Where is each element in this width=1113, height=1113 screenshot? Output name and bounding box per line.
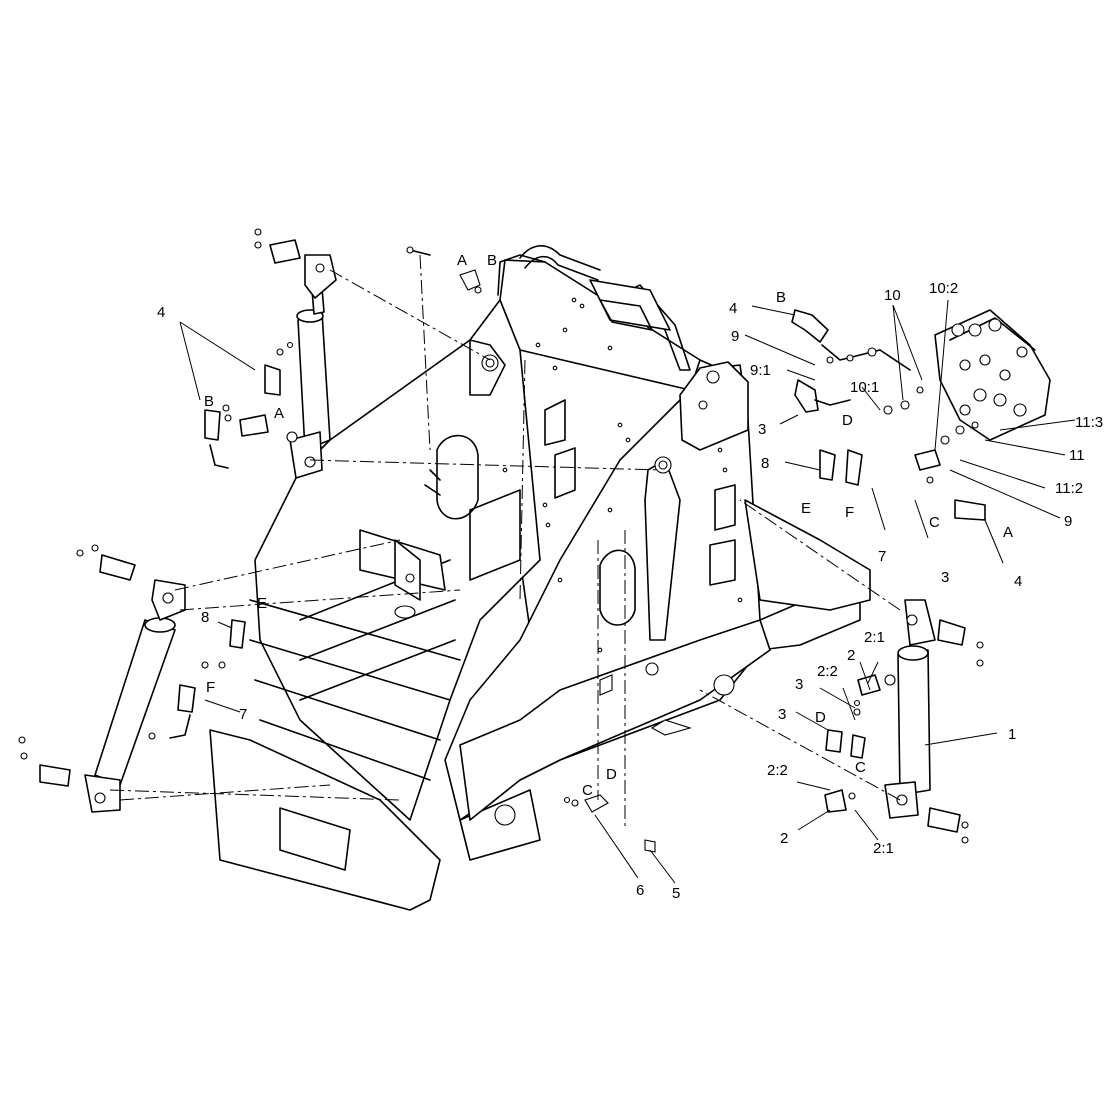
- cylinder-pins: [18, 228, 984, 844]
- callout-9: 9: [731, 328, 739, 345]
- callout-D-topright: D: [842, 412, 853, 429]
- callout-D-bottom: D: [606, 766, 617, 783]
- callout-2-1-low: 2:1: [873, 840, 894, 857]
- callout-E-left: E: [257, 595, 267, 612]
- callout-E-right: E: [801, 500, 811, 517]
- callout-10-1: 10:1: [850, 379, 879, 396]
- callout-3-mid-a: 3: [795, 676, 803, 693]
- callout-B-left: B: [204, 393, 214, 410]
- callout-7-right: 7: [878, 548, 886, 565]
- callout-7-left: 7: [239, 706, 247, 723]
- callout-F-left: F: [206, 679, 215, 696]
- lift-cylinder-left-upper: [286, 254, 337, 479]
- callout-3-right: 3: [941, 569, 949, 586]
- callout-A-right: A: [1003, 524, 1013, 541]
- callout-4-topright: 4: [729, 300, 737, 317]
- callout-C-bottom: C: [582, 782, 593, 799]
- callout-C-right: C: [929, 514, 940, 531]
- callout-9-right: 9: [1064, 513, 1072, 530]
- callout-9-1: 9:1: [750, 362, 771, 379]
- callout-2-2-top: 2:2: [817, 663, 838, 680]
- callout-5: 5: [672, 885, 680, 902]
- control-valve: [934, 309, 1051, 441]
- callout-4-left: 4: [157, 304, 165, 321]
- callout-C-mid: C: [855, 759, 866, 776]
- callout-10: 10: [884, 287, 901, 304]
- callout-10-2: 10:2: [929, 280, 958, 297]
- callout-2-top: 2: [847, 647, 855, 664]
- callout-11-2: 11:2: [1055, 480, 1083, 497]
- callout-8-left: 8: [201, 609, 209, 626]
- callout-3-mid-b: 3: [778, 706, 786, 723]
- hoses-and-fittings: [148, 309, 986, 813]
- callout-D-mid: D: [815, 709, 826, 726]
- callout-2-low: 2: [780, 830, 788, 847]
- lift-cylinder-left-lower: [84, 579, 186, 813]
- callout-6: 6: [636, 882, 644, 899]
- assembly-lines: [109, 254, 911, 830]
- loader-frame: [209, 245, 871, 911]
- callout-1: 1: [1008, 726, 1016, 743]
- callout-F-right: F: [845, 504, 854, 521]
- callout-A-top: A: [457, 252, 467, 269]
- lift-cylinder-right: [884, 599, 936, 819]
- callout-2-1-top: 2:1: [864, 629, 885, 646]
- callout-8-right: 8: [761, 455, 769, 472]
- callout-B-topright: B: [776, 289, 786, 306]
- leader-lines: [179, 299, 1076, 884]
- callout-A-left: A: [274, 405, 284, 422]
- callout-B-top: B: [487, 252, 497, 269]
- callout-labels: 4 B A A B 4 B 9 9:1 3 D 8 E F 7 10 10:2 …: [157, 252, 1103, 902]
- callout-11-3: 11:3: [1075, 414, 1103, 431]
- callout-11: 11: [1069, 447, 1085, 464]
- callout-4-right: 4: [1014, 573, 1022, 590]
- callout-2-2-low: 2:2: [767, 762, 788, 779]
- callout-3-topright: 3: [758, 421, 766, 438]
